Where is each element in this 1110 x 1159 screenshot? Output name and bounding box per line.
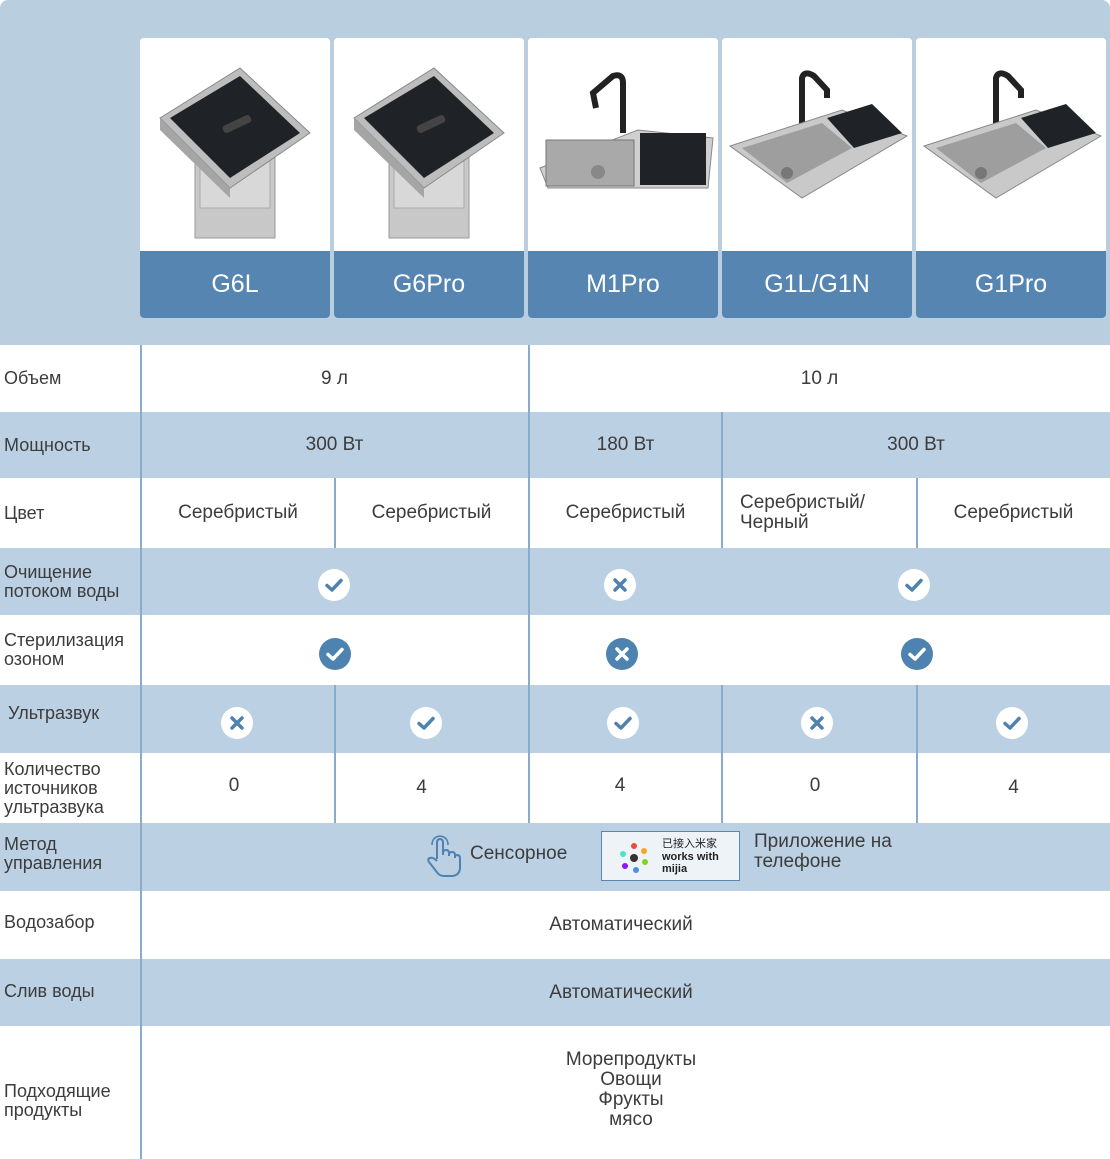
cross-icon xyxy=(221,707,253,739)
mijia-text-brand: mijia xyxy=(662,863,688,875)
product-card-m1pro[interactable]: M1Pro xyxy=(528,38,718,318)
volume-value: 10 л xyxy=(800,367,839,389)
row-control: Метод управления Сенсорное 已接入米家 works w… xyxy=(0,823,1110,891)
column-divider xyxy=(721,412,723,548)
double-sink-faucet-image xyxy=(722,38,912,250)
disposer-unit-image xyxy=(334,38,524,250)
column-divider xyxy=(916,478,918,548)
volume-value: 9 л xyxy=(321,367,348,389)
check-icon xyxy=(410,707,442,739)
power-value: 180 Вт xyxy=(596,434,655,455)
check-icon xyxy=(318,569,350,601)
sink-with-faucet-image xyxy=(528,38,718,250)
product-card-g6l[interactable]: G6L xyxy=(140,38,330,318)
double-sink-faucet-image xyxy=(916,38,1106,250)
check-icon xyxy=(901,638,933,670)
row-ultrasound: Ультразвук xyxy=(0,685,1110,753)
suitable-list: Морепродукты Овощи Фрукты мясо xyxy=(141,1050,1110,1130)
row-power: Мощность 300 Вт 180 Вт 300 Вт xyxy=(0,412,1110,478)
row-label: Стерилизация озоном xyxy=(4,630,125,669)
row-drain: Слив воды Автоматический xyxy=(0,959,1110,1026)
product-name: G1Pro xyxy=(916,251,1106,318)
mijia-text-cn: 已接入米家 xyxy=(662,838,717,850)
check-icon xyxy=(898,569,930,601)
count-value: 0 xyxy=(228,775,240,796)
row-waterflow: Очищение потоком воды xyxy=(0,548,1110,615)
product-card-g1pro[interactable]: G1Pro xyxy=(916,38,1106,318)
suitable-item: Морепродукты xyxy=(565,1049,697,1070)
control-app-text: Приложение на телефоне xyxy=(754,831,892,872)
row-volume: Объем 9 л 10 л xyxy=(0,345,1110,412)
water-intake-value: Автоматический xyxy=(549,914,693,935)
row-label: Мощность xyxy=(4,434,91,455)
color-value: Серебристый/ Черный xyxy=(740,492,866,533)
color-value: Серебристый xyxy=(565,502,686,523)
row-color: Цвет Серебристый Серебристый Серебристый… xyxy=(0,478,1110,548)
row-ultrasound-count: Количество источников ультразвука 0 4 4 … xyxy=(0,753,1110,823)
row-label: Ультразвук xyxy=(8,702,100,723)
disposer-unit-image xyxy=(140,38,330,250)
cross-icon xyxy=(801,707,833,739)
suitable-item: Овощи xyxy=(600,1069,662,1090)
row-label: Цвет xyxy=(4,502,45,523)
check-icon xyxy=(319,638,351,670)
color-value: Серебристый xyxy=(953,502,1074,523)
product-name: G6Pro xyxy=(334,251,524,318)
product-name: M1Pro xyxy=(528,251,718,318)
row-label: Водозабор xyxy=(4,911,95,932)
color-value: Серебристый xyxy=(371,502,492,523)
row-water-intake: Водозабор Автоматический xyxy=(0,891,1110,959)
product-card-g1l-g1n[interactable]: G1L/G1N xyxy=(722,38,912,318)
row-label: Метод управления xyxy=(4,834,103,873)
row-ozone: Стерилизация озоном xyxy=(0,615,1110,685)
row-suitable-products: Подходящие продукты Морепродукты Овощи Ф… xyxy=(0,1026,1110,1159)
product-name: G1L/G1N xyxy=(722,251,912,318)
count-value: 4 xyxy=(416,777,427,798)
row-label: Количество источников ультразвука xyxy=(4,758,104,817)
row-label: Объем xyxy=(4,368,62,388)
column-divider xyxy=(140,345,142,1159)
color-value: Серебристый xyxy=(178,502,298,523)
product-name: G6L xyxy=(140,251,330,318)
check-icon xyxy=(996,707,1028,739)
power-value: 300 Вт xyxy=(305,434,364,455)
product-header: G6L G6Pro M1Pro xyxy=(0,0,1110,345)
column-divider xyxy=(528,345,530,823)
drain-value: Автоматический xyxy=(549,981,693,1003)
column-divider xyxy=(721,685,723,823)
suitable-item: Фрукты xyxy=(598,1089,664,1110)
mijia-text-works: works with xyxy=(662,851,719,863)
cross-icon xyxy=(606,638,638,670)
column-divider xyxy=(916,685,918,823)
count-value: 4 xyxy=(1008,777,1019,798)
count-value: 0 xyxy=(809,775,821,796)
touch-hand-icon xyxy=(424,835,462,879)
product-card-g6pro[interactable]: G6Pro xyxy=(334,38,524,318)
cross-icon xyxy=(604,569,636,601)
check-icon xyxy=(607,707,639,739)
row-label: Подходящие продукты xyxy=(4,1081,111,1120)
suitable-item: мясо xyxy=(609,1109,653,1130)
row-label: Очищение потоком воды xyxy=(4,561,120,601)
power-value: 300 Вт xyxy=(887,434,945,455)
column-divider xyxy=(334,478,336,548)
mijia-badge: 已接入米家 works with mijia xyxy=(601,831,740,881)
count-value: 4 xyxy=(614,775,626,796)
control-touch-text: Сенсорное xyxy=(470,843,568,864)
row-label: Слив воды xyxy=(4,980,95,1001)
mijia-logo-icon xyxy=(618,842,650,874)
column-divider xyxy=(334,685,336,823)
